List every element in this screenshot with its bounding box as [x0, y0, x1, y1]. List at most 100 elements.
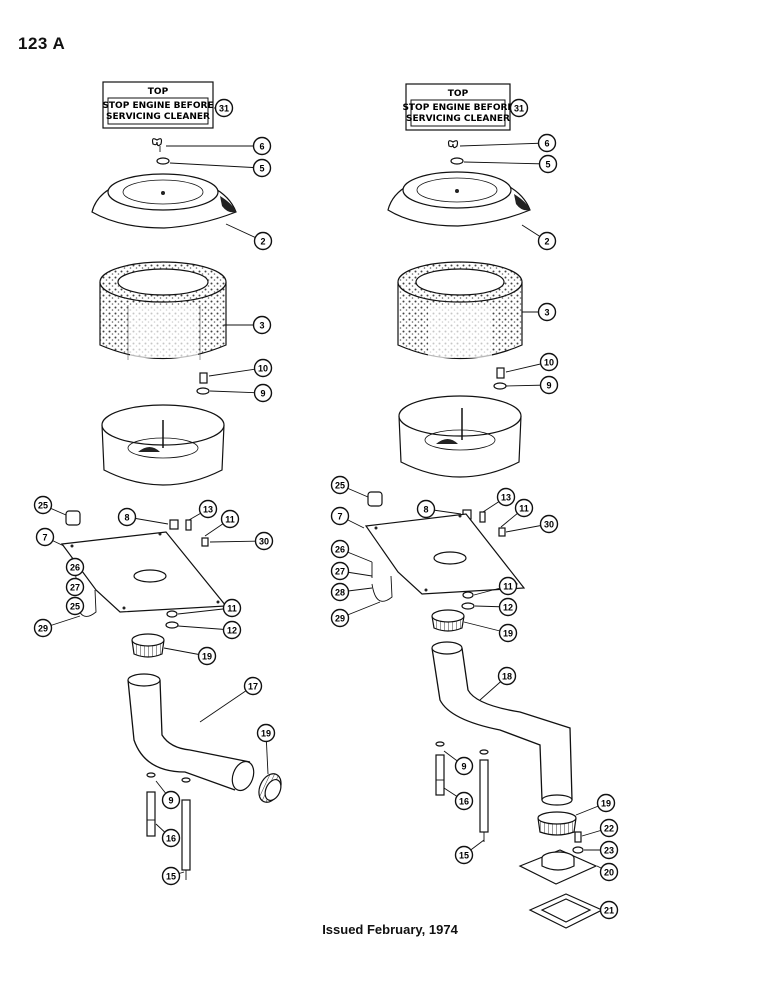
- callout-right-23: 23: [599, 840, 619, 860]
- callout-number: 29: [335, 614, 345, 624]
- callout-number: 13: [203, 505, 213, 515]
- post-15-right: [479, 749, 489, 842]
- wing-nut-left: [151, 138, 163, 152]
- callout-right-19: 19: [498, 623, 518, 643]
- callout-number: 6: [259, 142, 264, 152]
- callout-number: 11: [519, 504, 529, 514]
- callout-number: 23: [604, 846, 614, 856]
- callout-right-26: 26: [330, 539, 350, 559]
- callout-right-3: 3: [537, 302, 557, 322]
- callout-left-29: 29: [33, 618, 53, 638]
- callout-right-5: 5: [538, 154, 558, 174]
- callout-left-9: 9: [161, 790, 181, 810]
- nut-12-left: [165, 621, 179, 629]
- screw-13-left: [185, 519, 192, 531]
- callout-right-11: 11: [498, 576, 518, 596]
- callout-right-12: 12: [498, 597, 518, 617]
- callout-number: 30: [544, 520, 554, 530]
- leader-line: [169, 162, 263, 169]
- callout-number: 8: [423, 505, 428, 515]
- callout-number: 21: [604, 906, 614, 916]
- washer-left: [156, 157, 170, 165]
- callout-right-19: 19: [596, 793, 616, 813]
- right-assembly: TOP STOP ENGINE BEFORE SERVICING CLEANER: [364, 83, 604, 929]
- nut-12-right: [461, 602, 475, 610]
- callout-left-13: 13: [198, 499, 218, 519]
- callout-number: 16: [459, 797, 469, 807]
- callout-right-13: 13: [496, 487, 516, 507]
- callout-left-27: 27: [65, 577, 85, 597]
- callout-number: 7: [42, 533, 47, 543]
- callout-number: 26: [70, 563, 80, 573]
- callout-number: 10: [258, 364, 268, 374]
- callout-number: 11: [227, 604, 237, 614]
- callout-number: 13: [501, 493, 511, 503]
- callout-right-10: 10: [539, 352, 559, 372]
- decal-line2: SERVICING CLEANER: [106, 112, 210, 122]
- callout-number: 25: [38, 501, 48, 511]
- callout-number: 3: [259, 321, 264, 331]
- mounting-plate-left: [60, 531, 228, 613]
- leader-line: [463, 161, 549, 165]
- callout-number: 15: [166, 872, 176, 882]
- callout-number: 16: [166, 834, 176, 844]
- callout-left-3: 3: [252, 315, 272, 335]
- callout-right-29: 29: [330, 608, 350, 628]
- washer-9-right: [493, 382, 507, 390]
- hose-29-right: [371, 562, 393, 602]
- callout-number: 30: [259, 537, 269, 547]
- bolt-right: [496, 367, 505, 379]
- callout-number: 29: [38, 624, 48, 634]
- post-16-right: [435, 741, 445, 796]
- decal-line1-right: STOP ENGINE BEFORE: [402, 103, 513, 113]
- callout-right-9: 9: [539, 375, 559, 395]
- callout-number: 18: [502, 672, 512, 682]
- callout-number: 8: [124, 513, 129, 523]
- callout-left-9: 9: [253, 383, 273, 403]
- bolt-22: [574, 831, 582, 843]
- callout-number: 25: [70, 602, 80, 612]
- fitting-30-left: [201, 537, 209, 547]
- callout-number: 3: [544, 308, 549, 318]
- oil-bowl-left: [101, 404, 225, 486]
- callout-number: 19: [202, 652, 212, 662]
- filter-element-right: [397, 261, 523, 360]
- leader-line: [459, 142, 548, 147]
- callout-number: 27: [70, 583, 80, 593]
- post-16-left: [146, 772, 156, 837]
- callout-number: 11: [503, 582, 513, 592]
- cleaner-cover-left: [91, 173, 237, 229]
- callout-left-19: 19: [197, 646, 217, 666]
- decal-line1: STOP ENGINE BEFORE: [102, 101, 213, 111]
- callout-left-25: 25: [33, 495, 53, 515]
- callout-number: 19: [261, 729, 271, 739]
- callout-left-15: 15: [161, 866, 181, 886]
- nut-11-right: [462, 591, 474, 599]
- callout-left-26: 26: [65, 557, 85, 577]
- decal-title: TOP: [148, 87, 169, 97]
- fitting-30-right: [498, 527, 506, 537]
- elbow-hose-18: [431, 641, 573, 806]
- callout-number: 19: [503, 629, 513, 639]
- callout-left-16: 16: [161, 828, 181, 848]
- callout-right-20: 20: [599, 862, 619, 882]
- leader-line: [199, 685, 254, 723]
- callout-number: 28: [335, 588, 345, 598]
- oil-bowl-right: [398, 395, 522, 478]
- decal-line2-right: SERVICING CLEANER: [406, 114, 510, 124]
- callout-number: 22: [604, 824, 614, 834]
- callout-left-11: 11: [220, 509, 240, 529]
- callout-right-8: 8: [416, 499, 436, 519]
- callout-number: 25: [335, 481, 345, 491]
- screw-13-right: [479, 511, 486, 523]
- callout-number: 20: [604, 868, 614, 878]
- cap-25-right: [367, 491, 383, 507]
- cleaner-cover-right: [387, 171, 531, 227]
- callout-number: 2: [544, 237, 549, 247]
- callout-number: 19: [601, 799, 611, 809]
- decal-right: TOP STOP ENGINE BEFORE SERVICING CLEANER: [402, 83, 514, 131]
- callout-right-25: 25: [330, 475, 350, 495]
